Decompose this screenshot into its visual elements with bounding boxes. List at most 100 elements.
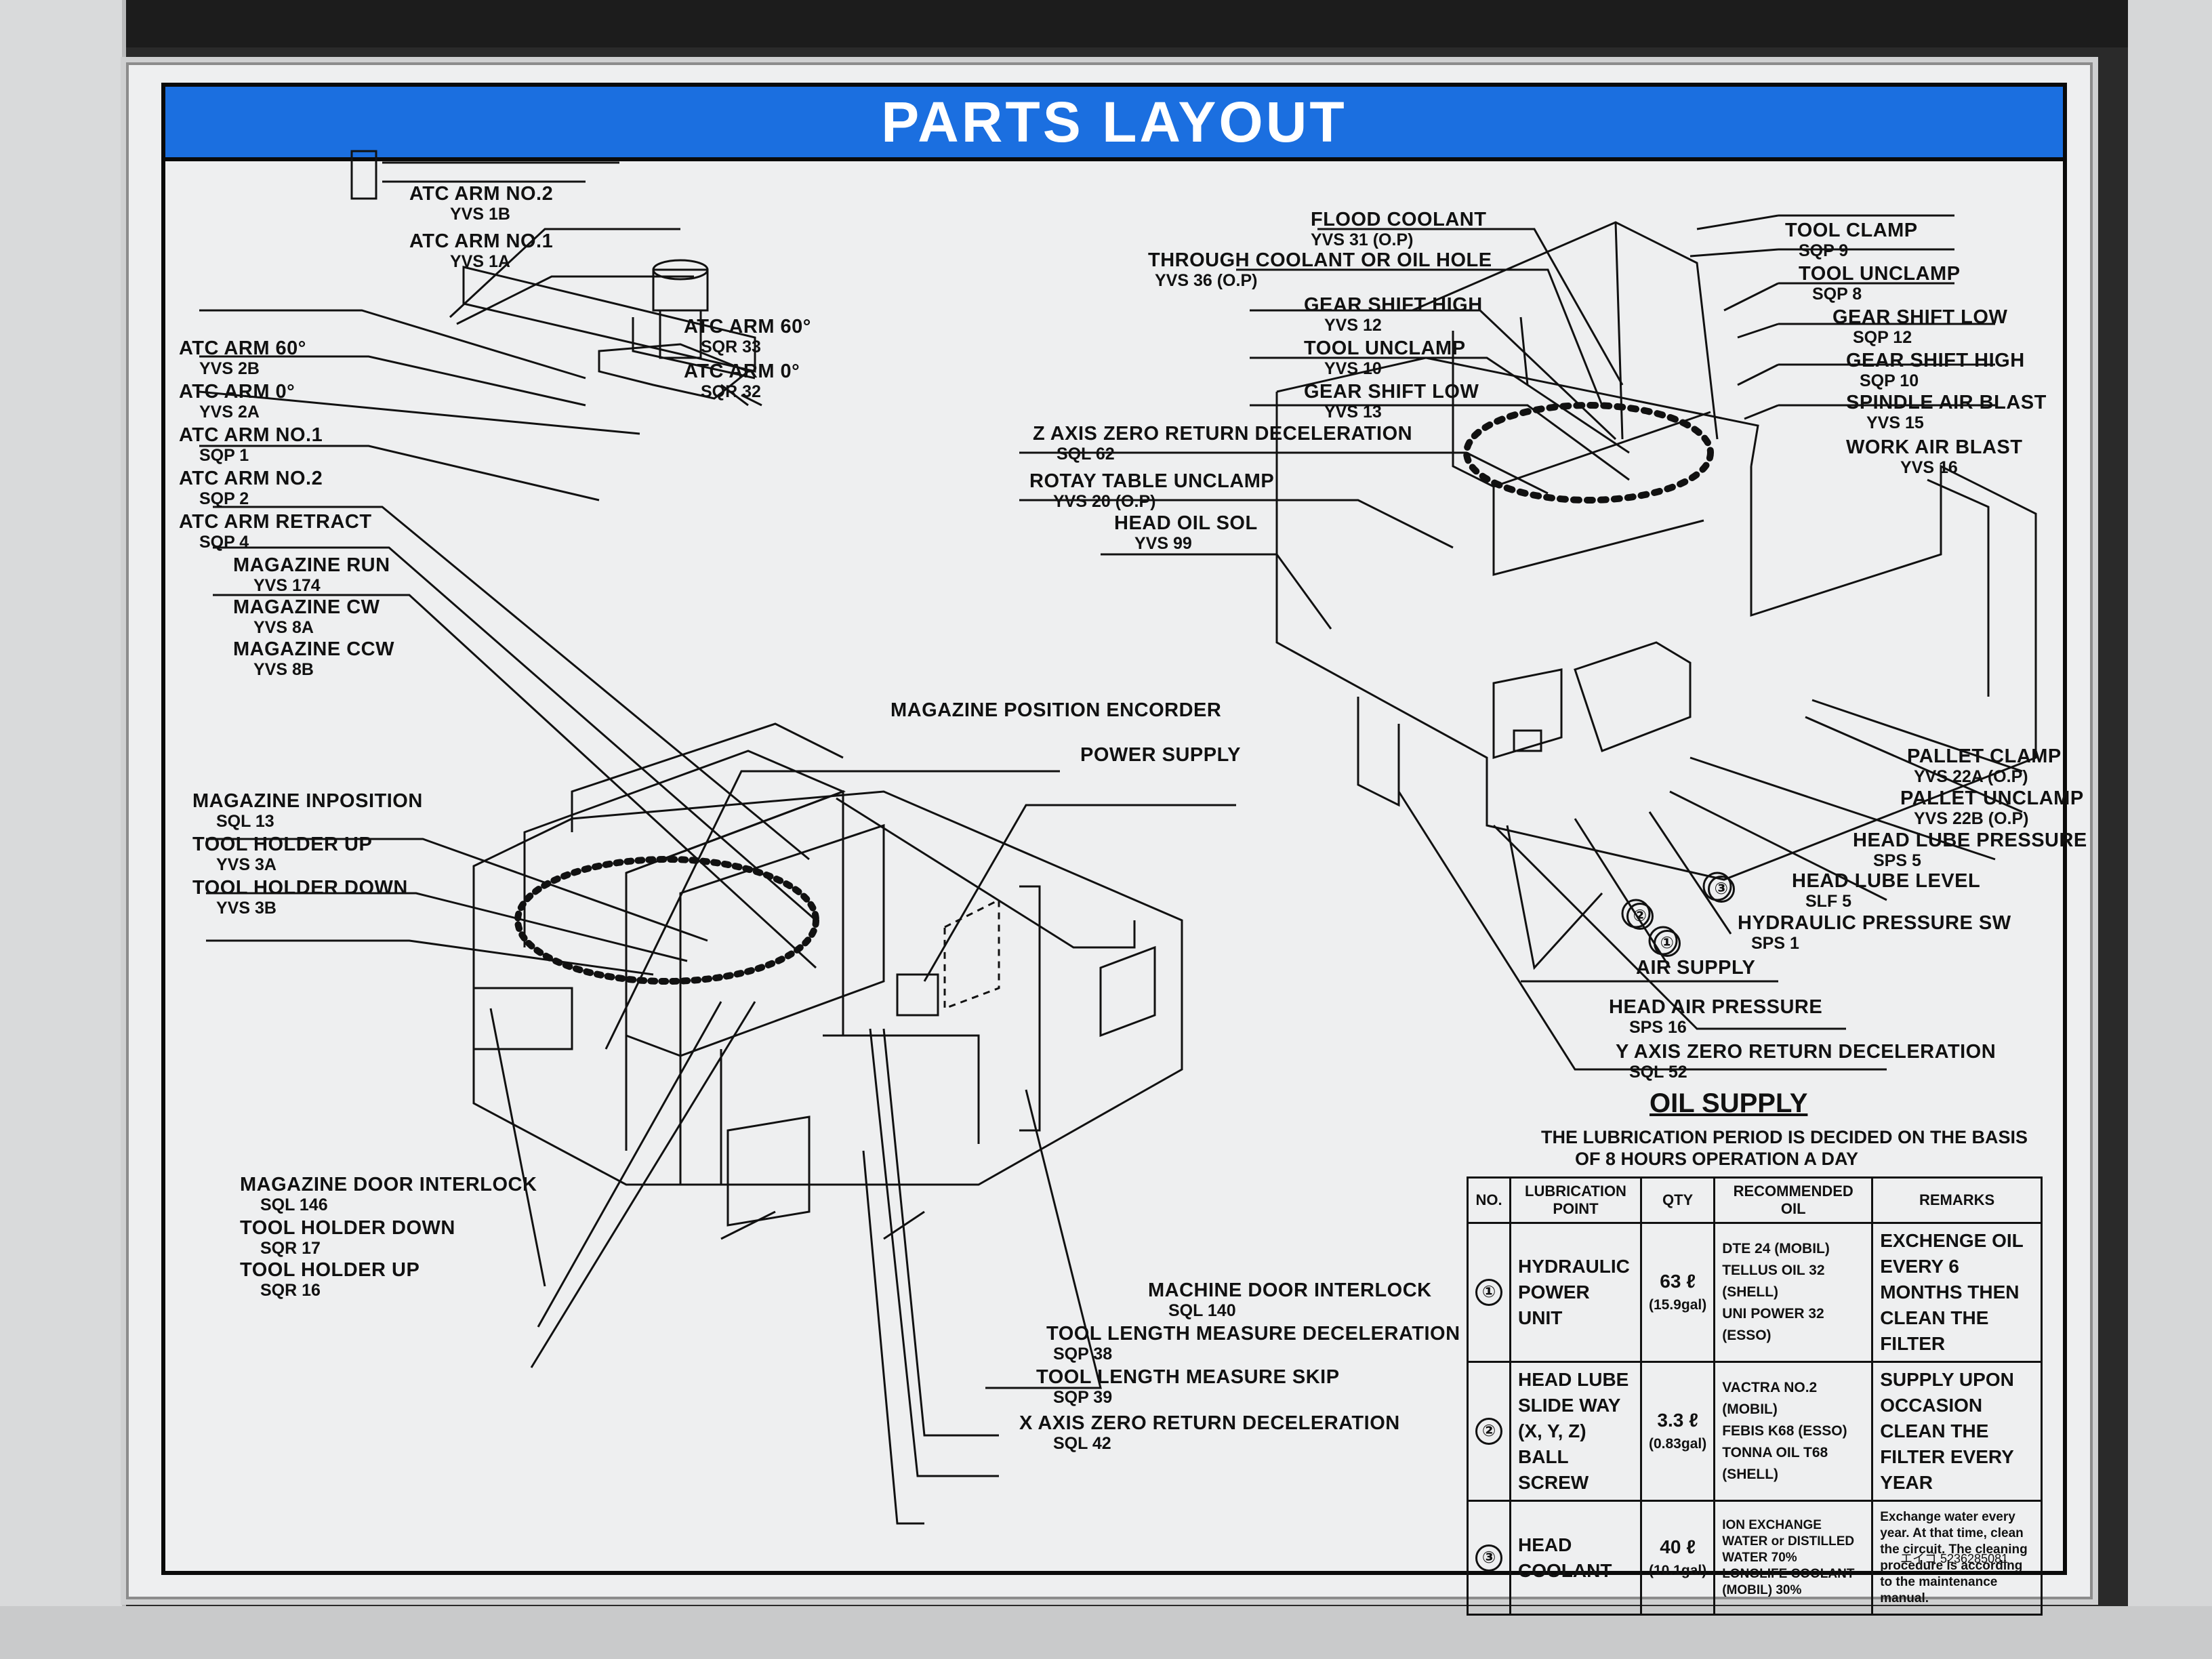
code-yvs-2a: YVS 2A	[199, 403, 260, 422]
label-head-lube-pressure: HEAD LUBE PRESSURE	[1853, 830, 2087, 851]
label-tool-unclamp-sqp: TOOL UNCLAMP	[1799, 263, 1961, 285]
label-tool-holder-up-yvs: TOOL HOLDER UP	[192, 834, 373, 855]
label-through-coolant: THROUGH COOLANT OR OIL HOLE	[1148, 249, 1492, 271]
code-yvs-2b: YVS 2B	[199, 359, 260, 378]
page-title: PARTS LAYOUT	[881, 90, 1347, 154]
label-tool-unclamp-yvs: TOOL UNCLAMP	[1304, 337, 1466, 359]
code-sqp-12: SQP 12	[1853, 328, 1912, 347]
label-magazine-door-interlock: MAGAZINE DOOR INTERLOCK	[240, 1174, 537, 1195]
label-atc-arm-no2-sqp: ATC ARM NO.2	[179, 468, 323, 489]
code-sqr-16: SQR 16	[260, 1281, 321, 1300]
label-spindle-air-blast: SPINDLE AIR BLAST	[1846, 392, 2047, 413]
label-atc-arm-retract: ATC ARM RETRACT	[179, 511, 372, 533]
code-sqp-2: SQP 2	[199, 489, 249, 508]
label-gear-shift-low-yvs: GEAR SHIFT LOW	[1304, 381, 1479, 403]
label-magazine-position-encorder: MAGAZINE POSITION ENCORDER	[890, 699, 1222, 721]
code-sps-1: SPS 1	[1751, 934, 1799, 953]
code-sqp-4: SQP 4	[199, 533, 249, 552]
code-sql-140: SQL 140	[1168, 1301, 1236, 1320]
header-remarks: REMARKS	[1871, 1176, 2043, 1224]
row-qty: 3.3 ℓ(0.83gal)	[1639, 1361, 1716, 1502]
code-sqp-1: SQP 1	[199, 446, 249, 465]
code-yvs-22b: YVS 22B (O.P)	[1914, 809, 2029, 828]
label-air-supply: AIR SUPPLY	[1636, 957, 1756, 979]
machine-top	[0, 0, 2212, 47]
code-sql-42: SQL 42	[1053, 1434, 1111, 1453]
row-remarks: EXCHENGE OIL EVERY 6 MONTHS THEN CLEAN T…	[1871, 1222, 2043, 1363]
label-atc-arm-60-sqr: ATC ARM 60°	[684, 316, 811, 337]
code-yvs-10: YVS 10	[1324, 359, 1382, 378]
row-no: ③	[1467, 1500, 1511, 1616]
label-tool-holder-down-sqr: TOOL HOLDER DOWN	[240, 1217, 455, 1239]
circle-mark-3: ③	[1708, 876, 1735, 903]
label-tool-holder-up-sqr: TOOL HOLDER UP	[240, 1259, 420, 1281]
parts-layout-plate: PARTS LAYOUT	[126, 62, 2093, 1616]
code-yvs-16: YVS 16	[1900, 458, 1958, 477]
row-no: ②	[1467, 1361, 1511, 1502]
code-yvs-1a: YVS 1A	[450, 252, 510, 271]
circle-mark-2: ②	[1626, 903, 1654, 930]
label-hydraulic-pressure-sw: HYDRAULIC PRESSURE SW	[1738, 912, 2011, 934]
label-magazine-inposition: MAGAZINE INPOSITION	[192, 790, 423, 812]
table-row: ① HYDRAULIC POWER UNIT 63 ℓ(15.9gal) DTE…	[1467, 1222, 2043, 1363]
row-no: ①	[1467, 1222, 1511, 1363]
code-sqp-10: SQP 10	[1860, 371, 1919, 390]
row-oil: VACTRA NO.2 (MOBIL)FEBIS K68 (ESSO)TONNA…	[1713, 1361, 1874, 1502]
code-yvs-3b: YVS 3B	[216, 899, 276, 918]
label-x-axis-zero-return-deceleration: X AXIS ZERO RETURN DECELERATION	[1019, 1412, 1400, 1434]
label-atc-arm-no1: ATC ARM NO.1	[409, 230, 554, 252]
code-yvs-13: YVS 13	[1324, 403, 1382, 422]
title-bar: PARTS LAYOUT	[165, 87, 2063, 161]
code-yvs-174: YVS 174	[253, 576, 321, 595]
label-atc-arm-no1-sqp: ATC ARM NO.1	[179, 424, 323, 446]
label-power-supply: POWER SUPPLY	[1080, 744, 1241, 766]
row-qty: 40 ℓ(10.1gal)	[1639, 1500, 1716, 1616]
code-sqp-8: SQP 8	[1812, 285, 1862, 304]
oil-supply-intro-2: OF 8 HOURS OPERATION A DAY	[1575, 1149, 1859, 1169]
row-point: HEAD LUBE SLIDE WAY (X, Y, Z) BALL SCREW	[1509, 1361, 1642, 1502]
machine-left-panel	[0, 0, 126, 1659]
code-sqp-39: SQP 39	[1053, 1388, 1113, 1407]
label-magazine-cw: MAGAZINE CW	[233, 596, 380, 618]
label-atc-arm-0: ATC ARM 0°	[179, 381, 295, 403]
oil-supply-table: NO. LUBRICATION POINT QTY RECOMMENDED OI…	[1467, 1176, 2043, 1616]
code-sps-5: SPS 5	[1873, 851, 1921, 870]
code-sqp-38: SQP 38	[1053, 1345, 1113, 1364]
plate-border: PARTS LAYOUT	[161, 83, 2087, 1616]
row-oil: ION EXCHANGE WATER or DISTILLED WATER 70…	[1713, 1500, 1874, 1616]
label-atc-arm-60: ATC ARM 60°	[179, 337, 306, 359]
oil-supply-title: OIL SUPPLY	[1650, 1088, 1808, 1118]
row-oil: DTE 24 (MOBIL)TELLUS OIL 32 (SHELL)UNI P…	[1713, 1222, 1874, 1363]
label-magazine-ccw: MAGAZINE CCW	[233, 638, 394, 660]
label-tool-clamp: TOOL CLAMP	[1785, 220, 1918, 241]
label-pallet-clamp: PALLET CLAMP	[1907, 745, 2062, 767]
row-point: HYDRAULIC POWER UNIT	[1509, 1222, 1642, 1363]
code-sps-16: SPS 16	[1629, 1018, 1687, 1037]
code-yvs-36: YVS 36 (O.P)	[1155, 271, 1258, 290]
code-yvs-99: YVS 99	[1134, 534, 1192, 553]
header-lubrication-point: LUBRICATION POINT	[1509, 1176, 1642, 1224]
header-recommended-oil: RECOMMENDED OIL	[1713, 1176, 1874, 1224]
label-tool-holder-down-yvs: TOOL HOLDER DOWN	[192, 877, 408, 899]
label-tool-length-measure-deceleration: TOOL LENGTH MEASURE DECELERATION	[1046, 1323, 1460, 1345]
code-sql-146: SQL 146	[260, 1195, 328, 1214]
label-gear-shift-high-sqp: GEAR SHIFT HIGH	[1846, 350, 2025, 371]
code-yvs-20: YVS 20 (O.P)	[1053, 492, 1156, 511]
code-sqp-9: SQP 9	[1799, 241, 1849, 260]
label-rotay-table-unclamp: ROTAY TABLE UNCLAMP	[1029, 470, 1275, 492]
machine-bottom	[0, 1606, 2212, 1659]
label-head-oil-sol: HEAD OIL SOL	[1114, 512, 1258, 534]
label-gear-shift-high-yvs: GEAR SHIFT HIGH	[1304, 294, 1483, 316]
code-sql-52: SQL 52	[1629, 1063, 1687, 1082]
header-no: NO.	[1467, 1176, 1511, 1224]
code-yvs-8a: YVS 8A	[253, 618, 314, 637]
table-row: ② HEAD LUBE SLIDE WAY (X, Y, Z) BALL SCR…	[1467, 1361, 2043, 1502]
row-point: HEAD COOLANT	[1509, 1500, 1642, 1616]
code-sql-13: SQL 13	[216, 812, 274, 831]
label-y-axis-zero-return-deceleration: Y AXIS ZERO RETURN DECELERATION	[1616, 1041, 1996, 1063]
code-sqr-33: SQR 33	[701, 337, 761, 356]
code-yvs-31: YVS 31 (O.P)	[1311, 230, 1414, 249]
label-z-axis-zero-return-deceleration: Z AXIS ZERO RETURN DECELERATION	[1033, 423, 1413, 445]
code-sqr-32: SQR 32	[701, 382, 761, 401]
code-yvs-3a: YVS 3A	[216, 855, 276, 874]
